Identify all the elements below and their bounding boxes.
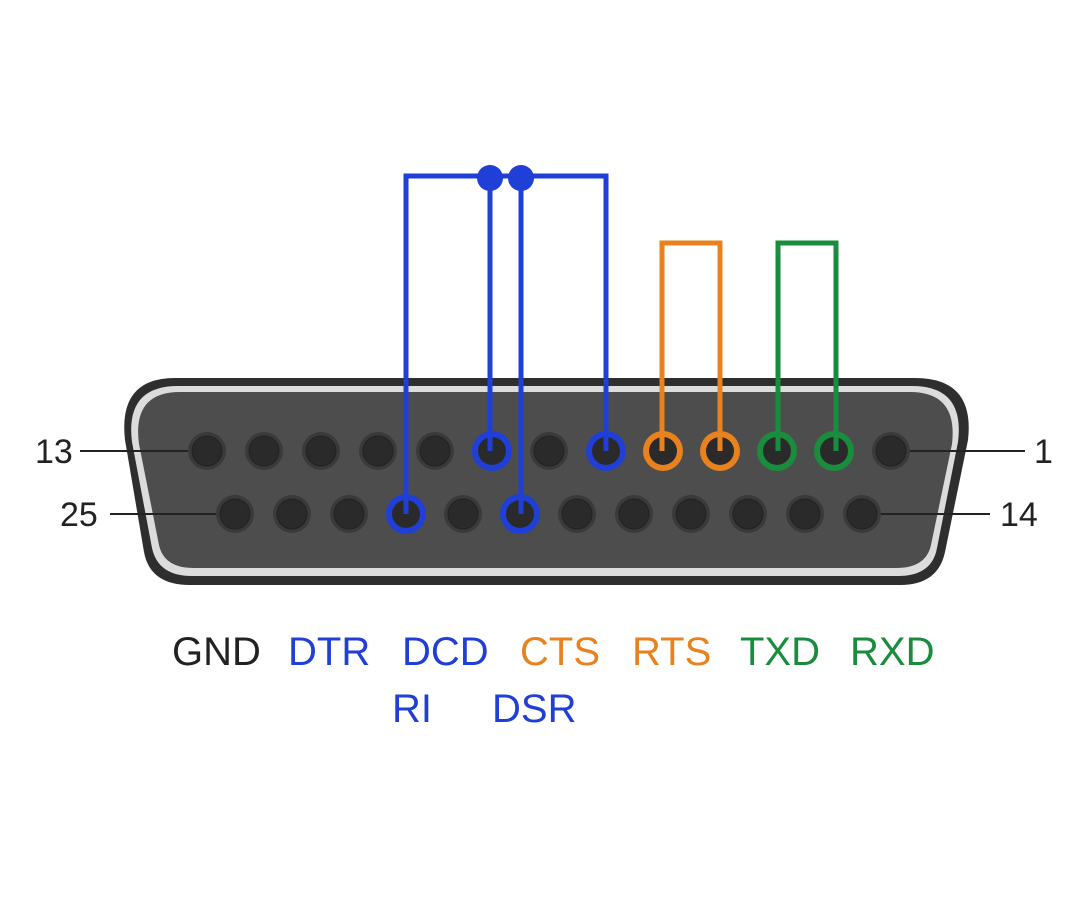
label-dsr: DSR bbox=[492, 687, 576, 731]
blue-junction-dot-1 bbox=[477, 165, 503, 191]
label-gnd: GND bbox=[172, 630, 261, 674]
pin-18 bbox=[618, 498, 650, 530]
connector-shell-face bbox=[138, 392, 953, 568]
pin-24 bbox=[276, 498, 308, 530]
label-rts: RTS bbox=[632, 630, 711, 674]
pin-number-1: 1 bbox=[1034, 433, 1053, 471]
pin-21 bbox=[447, 498, 479, 530]
pin-number-25: 25 bbox=[60, 496, 98, 534]
label-txd: TXD bbox=[740, 630, 820, 674]
pin-13 bbox=[191, 435, 223, 467]
pin-17 bbox=[675, 498, 707, 530]
blue-wire-main bbox=[403, 173, 609, 514]
pin-number-14: 14 bbox=[1000, 496, 1038, 534]
pin-9 bbox=[419, 435, 451, 467]
pin-15 bbox=[789, 498, 821, 530]
loopback-orange bbox=[659, 240, 723, 451]
loopback-green bbox=[775, 240, 839, 451]
blue-junction-dot-2 bbox=[508, 165, 534, 191]
pin-19 bbox=[561, 498, 593, 530]
label-dtr: DTR bbox=[288, 630, 370, 674]
pin-14 bbox=[846, 498, 878, 530]
pin-11 bbox=[305, 435, 337, 467]
pin-12 bbox=[248, 435, 280, 467]
pin-7 bbox=[533, 435, 565, 467]
label-dcd: DCD bbox=[402, 630, 489, 674]
pin-23 bbox=[333, 498, 365, 530]
pin-1 bbox=[875, 435, 907, 467]
pin-10 bbox=[362, 435, 394, 467]
pin-16 bbox=[732, 498, 764, 530]
label-cts: CTS bbox=[520, 630, 600, 674]
pin-25 bbox=[219, 498, 251, 530]
label-ri: RI bbox=[392, 687, 432, 731]
pin-number-13: 13 bbox=[35, 433, 73, 471]
label-rxd: RXD bbox=[850, 630, 934, 674]
loopback-blue bbox=[403, 173, 609, 514]
